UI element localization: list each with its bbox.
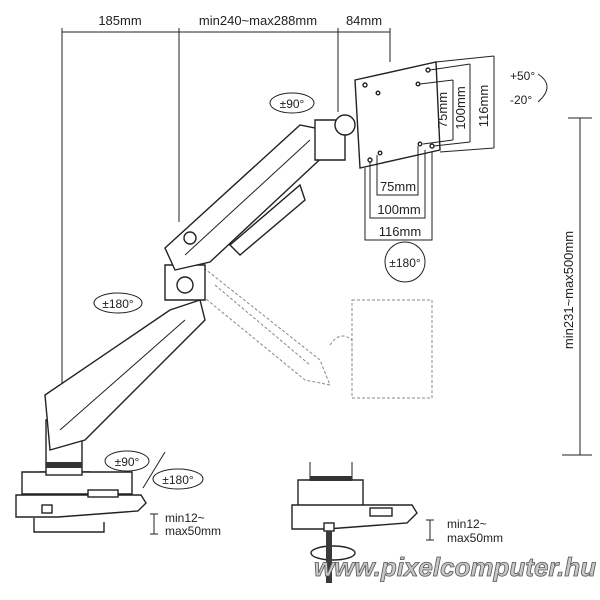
- clamp-right-min: min12~: [447, 517, 487, 531]
- rot-lower-arm: ±180°: [102, 297, 134, 311]
- watermark: www.pixelcomputer.hu: [314, 552, 596, 582]
- rot-base-a: ±90°: [115, 455, 140, 469]
- tilt-up: +50°: [510, 69, 535, 83]
- base-clamp-left: [15, 471, 147, 533]
- vesa-v-75: 75mm: [435, 92, 450, 128]
- rot-arm-joint: ±90°: [280, 97, 305, 111]
- vesa-h-100: 100mm: [377, 202, 420, 217]
- tilt-down: -20°: [510, 93, 532, 107]
- upper-arm: [164, 114, 356, 271]
- vesa-v-100: 100mm: [453, 86, 468, 129]
- tilt-arrow-icon: [537, 73, 548, 103]
- vesa-h-116: 116mm: [379, 224, 421, 239]
- clamp-range-left: min12~ max50mm: [150, 511, 221, 538]
- dim-240-288: min240~max288mm: [199, 13, 317, 28]
- rot-base-b: ±180°: [162, 473, 194, 487]
- dim-185: 185mm: [98, 13, 141, 28]
- lower-arm: [44, 264, 206, 476]
- clamp-left-min: min12~: [165, 511, 205, 525]
- clamp-left-max: max50mm: [165, 524, 221, 538]
- rot-plate: ±180°: [389, 256, 421, 270]
- rotation-labels: ±90° +50° -20° ±180° ±180° ±90° ±180°: [93, 69, 548, 490]
- vesa-plate: 75mm 100mm 116mm 75mm 100mm 116mm: [354, 55, 495, 241]
- height-dimension: min231~max500mm: [561, 117, 592, 456]
- vesa-h-75: 75mm: [380, 179, 416, 194]
- vesa-v-116: 116mm: [476, 85, 491, 127]
- top-dimension: 185mm min240~max288mm 84mm: [61, 13, 391, 392]
- lowered-arm-ghost: [194, 264, 433, 399]
- base-grommet-right: min12~ max50mm: [291, 462, 503, 583]
- dim-height: min231~max500mm: [561, 231, 576, 349]
- dim-84: 84mm: [346, 13, 382, 28]
- clamp-right-max: max50mm: [447, 531, 503, 545]
